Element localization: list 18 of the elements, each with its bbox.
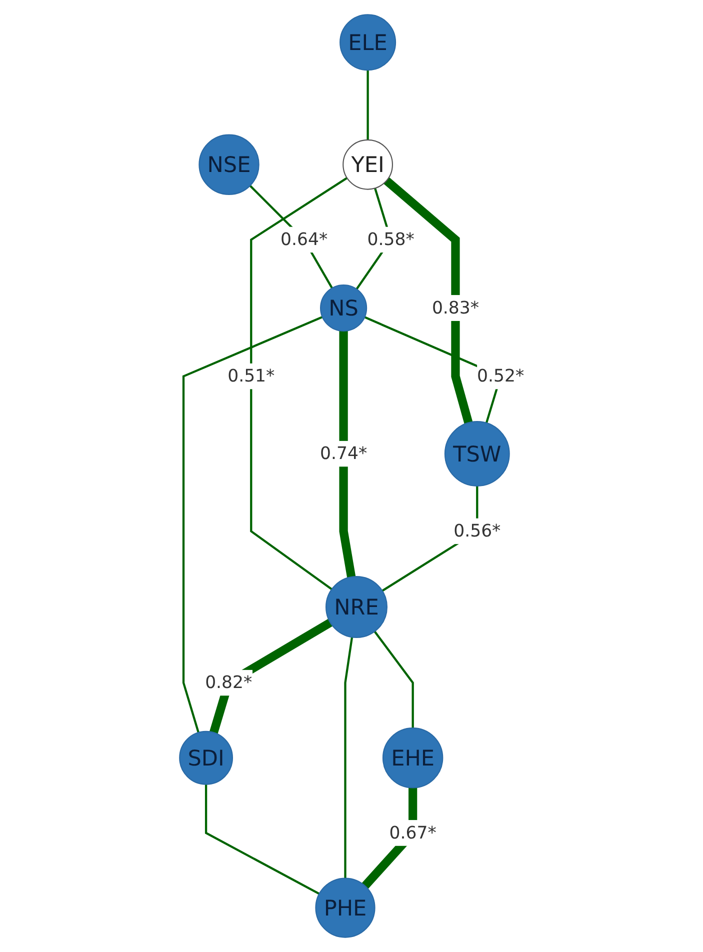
edge-label: 0.58*: [366, 226, 414, 253]
edge-label: 0.82*: [204, 670, 252, 696]
circle-node: ELE: [339, 14, 396, 71]
circle-node: NSE: [198, 134, 260, 195]
edge-label: 0.64*: [280, 226, 328, 253]
edge-label: 0.56*: [453, 518, 500, 544]
edge-label: 0.83*: [432, 295, 479, 321]
circle-node: PHE: [314, 878, 375, 938]
edge-label: 0.52*: [476, 363, 524, 390]
circle-node: TSW: [444, 421, 510, 486]
circle-node: EHE: [382, 728, 443, 788]
circle-node: NRE: [325, 576, 388, 638]
circle-node: SDI: [178, 730, 233, 785]
circle-node: YEI: [342, 139, 393, 190]
circle-node: NS: [320, 284, 367, 332]
edge-label: 0.67*: [388, 820, 436, 846]
edge-label: 0.74*: [320, 440, 367, 467]
edge-label: 0.51*: [227, 363, 274, 390]
